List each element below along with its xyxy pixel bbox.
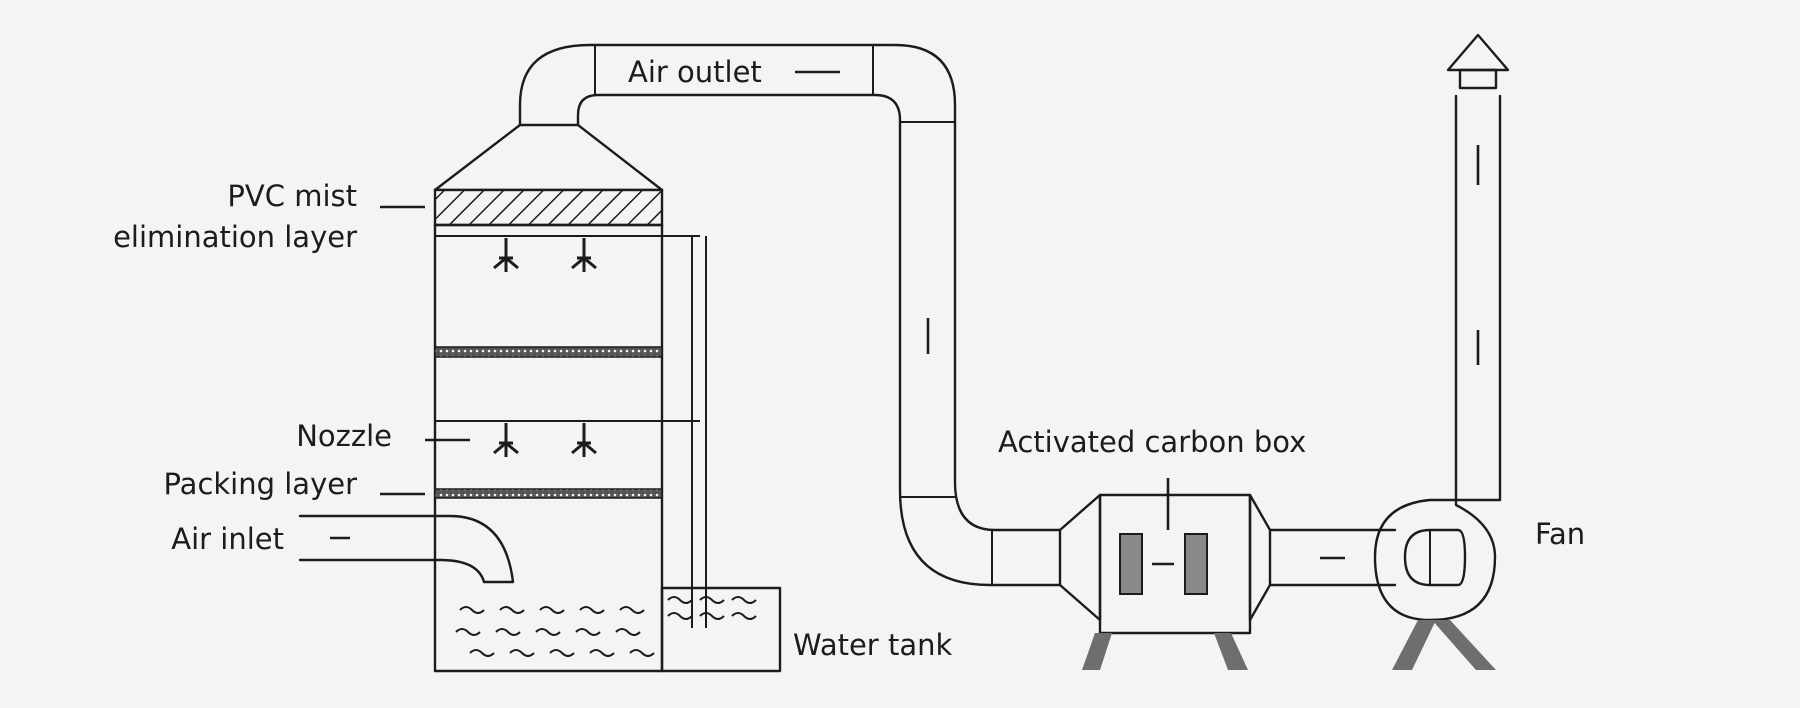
packing-layer-upper	[434, 346, 663, 358]
air-inlet-duct	[298, 514, 515, 584]
tower-body	[433, 223, 664, 673]
stack-cap	[1446, 33, 1510, 72]
fan-leg	[1432, 620, 1496, 670]
label-activated-carbon-box: Activated carbon box	[998, 425, 1306, 459]
label-water-tank: Water tank	[793, 628, 952, 662]
tower-water-waves	[455, 606, 655, 657]
tower-hood	[433, 123, 664, 192]
label-nozzle: Nozzle	[296, 419, 392, 453]
air-outlet-duct	[518, 43, 1062, 587]
nozzle-icon	[570, 236, 598, 274]
fan-inlet-duct	[1268, 528, 1397, 587]
nozzle-icon	[492, 421, 520, 459]
pvc-mist-elimination-layer	[433, 188, 664, 227]
label-air-outlet: Air outlet	[628, 55, 762, 89]
carbon-filter-left	[1119, 533, 1143, 595]
nozzle-icon	[492, 236, 520, 274]
label-pvc-mist-line2: elimination layer	[113, 220, 357, 254]
packing-layer-lower	[434, 488, 663, 499]
carbon-box-leg	[1082, 633, 1112, 670]
scrubber-tower	[298, 123, 707, 673]
stack-cap-neck	[1458, 68, 1498, 90]
nozzle-icon	[570, 421, 598, 459]
fan	[1373, 33, 1510, 670]
fan-leg	[1392, 620, 1436, 670]
water-tank	[660, 586, 782, 673]
label-pvc-mist-line1: PVC mist	[227, 179, 357, 213]
carbon-box-leg	[1214, 633, 1248, 670]
carbon-filter-right	[1184, 533, 1208, 595]
label-air-inlet: Air inlet	[171, 522, 284, 556]
activated-carbon-box	[1058, 478, 1272, 670]
label-pointers	[330, 205, 470, 540]
label-packing-layer: Packing layer	[163, 467, 357, 501]
label-fan: Fan	[1535, 517, 1585, 551]
